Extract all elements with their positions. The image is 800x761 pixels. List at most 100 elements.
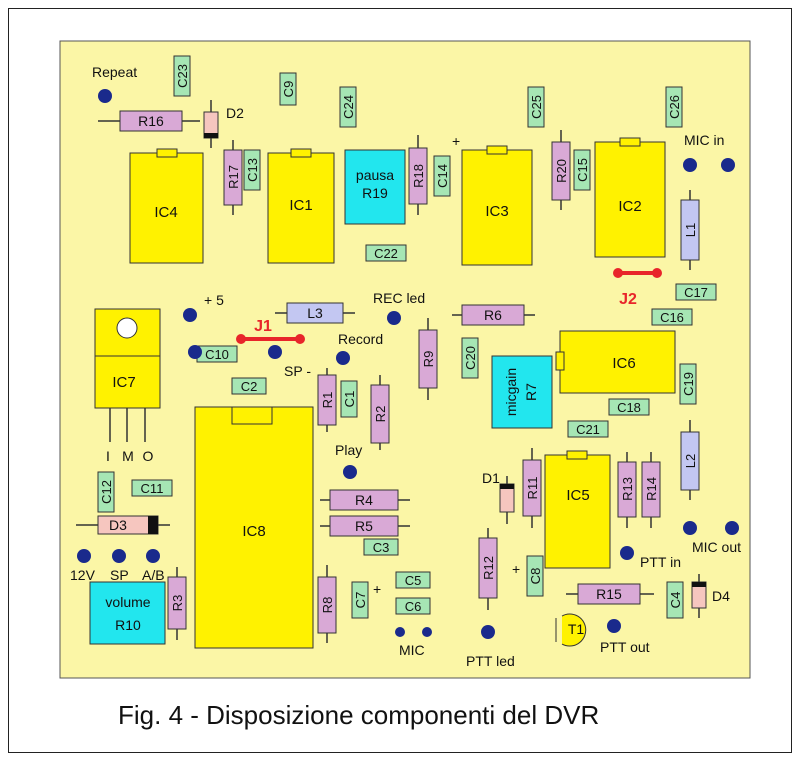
inductor-l3: L3 xyxy=(275,302,355,324)
diode-d2: D2 xyxy=(203,100,244,148)
svg-text:C22: C22 xyxy=(374,246,398,261)
resistor-r17: R17 xyxy=(223,140,243,215)
svg-text:R1: R1 xyxy=(320,392,335,409)
label-ptt-in: PTT in xyxy=(640,554,681,570)
svg-text:J2: J2 xyxy=(619,291,637,308)
capacitor-c5: C5 xyxy=(395,571,431,589)
svg-text:R2: R2 xyxy=(373,406,388,423)
figure-caption: Fig. 4 - Disposizione componenti del DVR xyxy=(118,700,600,730)
capacitor-c7: C7 xyxy=(351,581,369,619)
svg-text:C10: C10 xyxy=(205,347,229,362)
svg-text:C21: C21 xyxy=(576,422,600,437)
capacitor-c9: C9 xyxy=(279,72,297,106)
jumper-j2: J2 xyxy=(613,268,662,308)
svg-text:C15: C15 xyxy=(575,158,590,182)
micgain-label: micgain xyxy=(503,368,519,416)
capacitor-c21: C21 xyxy=(567,420,609,438)
svg-text:C20: C20 xyxy=(463,346,478,370)
pad-mic-2 xyxy=(422,627,432,637)
svg-text:C6: C6 xyxy=(405,599,422,614)
capacitor-c4: C4 xyxy=(666,581,684,619)
svg-text:L3: L3 xyxy=(307,305,323,321)
svg-text:R5: R5 xyxy=(355,518,373,534)
transistor-t1: T1 xyxy=(555,613,587,647)
svg-text:C12: C12 xyxy=(99,480,114,504)
volume-label: volume xyxy=(105,594,150,610)
pad-plus5 xyxy=(183,308,197,322)
ic4-label: IC4 xyxy=(154,204,177,221)
svg-text:C3: C3 xyxy=(373,540,390,555)
capacitor-c23: C23 xyxy=(173,55,191,97)
label-12v: 12V xyxy=(70,567,96,583)
pad-labels: Repeat MIC in + 5 REC led Record SP - Pl… xyxy=(70,64,741,669)
svg-text:C19: C19 xyxy=(681,372,696,396)
jumper-j1: J1 xyxy=(236,318,305,344)
pad-mic-1 xyxy=(395,627,405,637)
ic7-pin-o: O xyxy=(143,448,154,464)
pads xyxy=(77,89,739,639)
ic-ic8: IC8 xyxy=(194,406,314,649)
pad-sp-minus-1 xyxy=(188,345,202,359)
pad-ptt-out xyxy=(607,619,621,633)
svg-text:C18: C18 xyxy=(617,400,641,415)
pad-repeat xyxy=(98,89,112,103)
label-sp-minus: SP - xyxy=(284,363,311,379)
capacitor-c10: C10 xyxy=(196,345,238,363)
capacitor-c18: C18 xyxy=(608,398,650,416)
svg-text:R16: R16 xyxy=(138,113,164,129)
pad-ab xyxy=(146,549,160,563)
svg-text:C16: C16 xyxy=(660,310,684,325)
svg-text:R12: R12 xyxy=(481,556,496,580)
trimmer-micgain-r7: micgain R7 xyxy=(491,355,553,429)
pad-ptt-led xyxy=(481,625,495,639)
label-ptt-led: PTT led xyxy=(466,653,515,669)
capacitor-c12: C12 xyxy=(97,471,115,513)
ic-ic1: IC1 xyxy=(267,148,335,264)
ic7-pin-m: M xyxy=(122,448,134,464)
capacitor-c3: C3 xyxy=(363,538,399,556)
r19-label: R19 xyxy=(362,185,388,201)
resistor-r15: R15 xyxy=(566,583,654,605)
diode-d1: D1 xyxy=(482,470,515,524)
svg-text:C9: C9 xyxy=(281,81,296,98)
capacitor-c6: C6 xyxy=(395,597,431,615)
svg-text:R6: R6 xyxy=(484,307,502,323)
capacitor-c15: C15 xyxy=(573,149,591,191)
resistor-r9: R9 xyxy=(418,318,438,400)
capacitor-c22: C22 xyxy=(365,244,407,262)
svg-text:C24: C24 xyxy=(341,95,356,119)
label-mic-out: MIC out xyxy=(692,539,741,555)
capacitor-c20: C20 xyxy=(461,337,479,379)
ic-ic2: IC2 xyxy=(594,137,666,258)
svg-text:C23: C23 xyxy=(175,64,190,88)
svg-text:D2: D2 xyxy=(226,105,244,121)
label-ab: A/B xyxy=(142,567,165,583)
inductor-l1: L1 xyxy=(680,190,700,270)
resistor-r1: R1 xyxy=(317,368,337,432)
pad-12v xyxy=(77,549,91,563)
pausa-label: pausa xyxy=(356,167,394,183)
svg-text:C17: C17 xyxy=(684,285,708,300)
resistor-r20: R20 xyxy=(551,130,571,210)
svg-text:R14: R14 xyxy=(644,477,659,501)
diode-d4: D4 xyxy=(691,574,730,618)
svg-text:R17: R17 xyxy=(226,165,241,189)
ic-ic5: IC5 xyxy=(544,450,611,569)
resistor-r6: R6 xyxy=(452,304,535,326)
svg-text:C4: C4 xyxy=(668,592,683,609)
svg-text:R9: R9 xyxy=(421,351,436,368)
capacitor-c13: C13 xyxy=(243,149,261,191)
svg-text:D4: D4 xyxy=(712,588,730,604)
capacitor-c24: C24 xyxy=(339,86,357,128)
capacitor-c2: C2 xyxy=(231,377,267,395)
trimmer-pausa-r19: pausa R19 xyxy=(344,149,406,225)
pad-ptt-in xyxy=(620,546,634,560)
capacitor-c25: C25 xyxy=(527,86,545,128)
svg-text:C26: C26 xyxy=(667,95,682,119)
svg-text:R20: R20 xyxy=(554,159,569,183)
svg-text:R8: R8 xyxy=(320,597,335,614)
capacitor-c8: C8 xyxy=(526,555,544,597)
ic3-label: IC3 xyxy=(485,203,508,220)
label-sp: SP xyxy=(110,567,129,583)
label-rec-led: REC led xyxy=(373,290,425,306)
